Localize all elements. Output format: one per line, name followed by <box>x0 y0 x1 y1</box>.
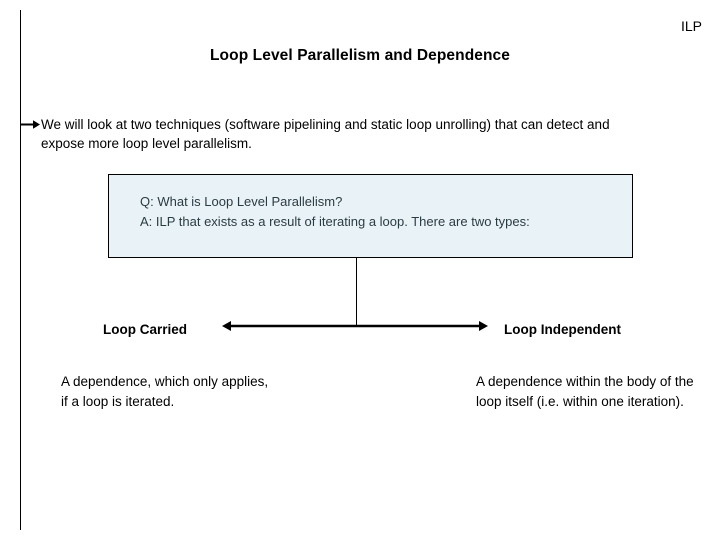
vertical-rule <box>20 10 21 530</box>
branch-label-loop-independent: Loop Independent <box>504 322 621 337</box>
double-headed-arrow-icon <box>222 317 488 335</box>
arrow-right-icon <box>20 117 40 129</box>
branch-description-loop-carried: A dependence, which only applies, if a l… <box>61 374 269 409</box>
connector-line-vertical <box>356 258 358 326</box>
qa-question: Q: What is Loop Level Parallelism? <box>140 194 343 209</box>
page-title: Loop Level Parallelism and Dependence <box>209 47 511 64</box>
qa-callout-box: Q: What is Loop Level Parallelism? A: IL… <box>108 174 633 258</box>
branch-label-loop-carried: Loop Carried <box>103 322 188 337</box>
qa-answer: A: ILP that exists as a result of iterat… <box>140 214 530 229</box>
intro-paragraph: We will look at two techniques (software… <box>41 117 610 151</box>
slide-header-label: ILP <box>680 18 702 34</box>
branch-description-loop-independent: A dependence within the body of the loop… <box>476 374 694 409</box>
